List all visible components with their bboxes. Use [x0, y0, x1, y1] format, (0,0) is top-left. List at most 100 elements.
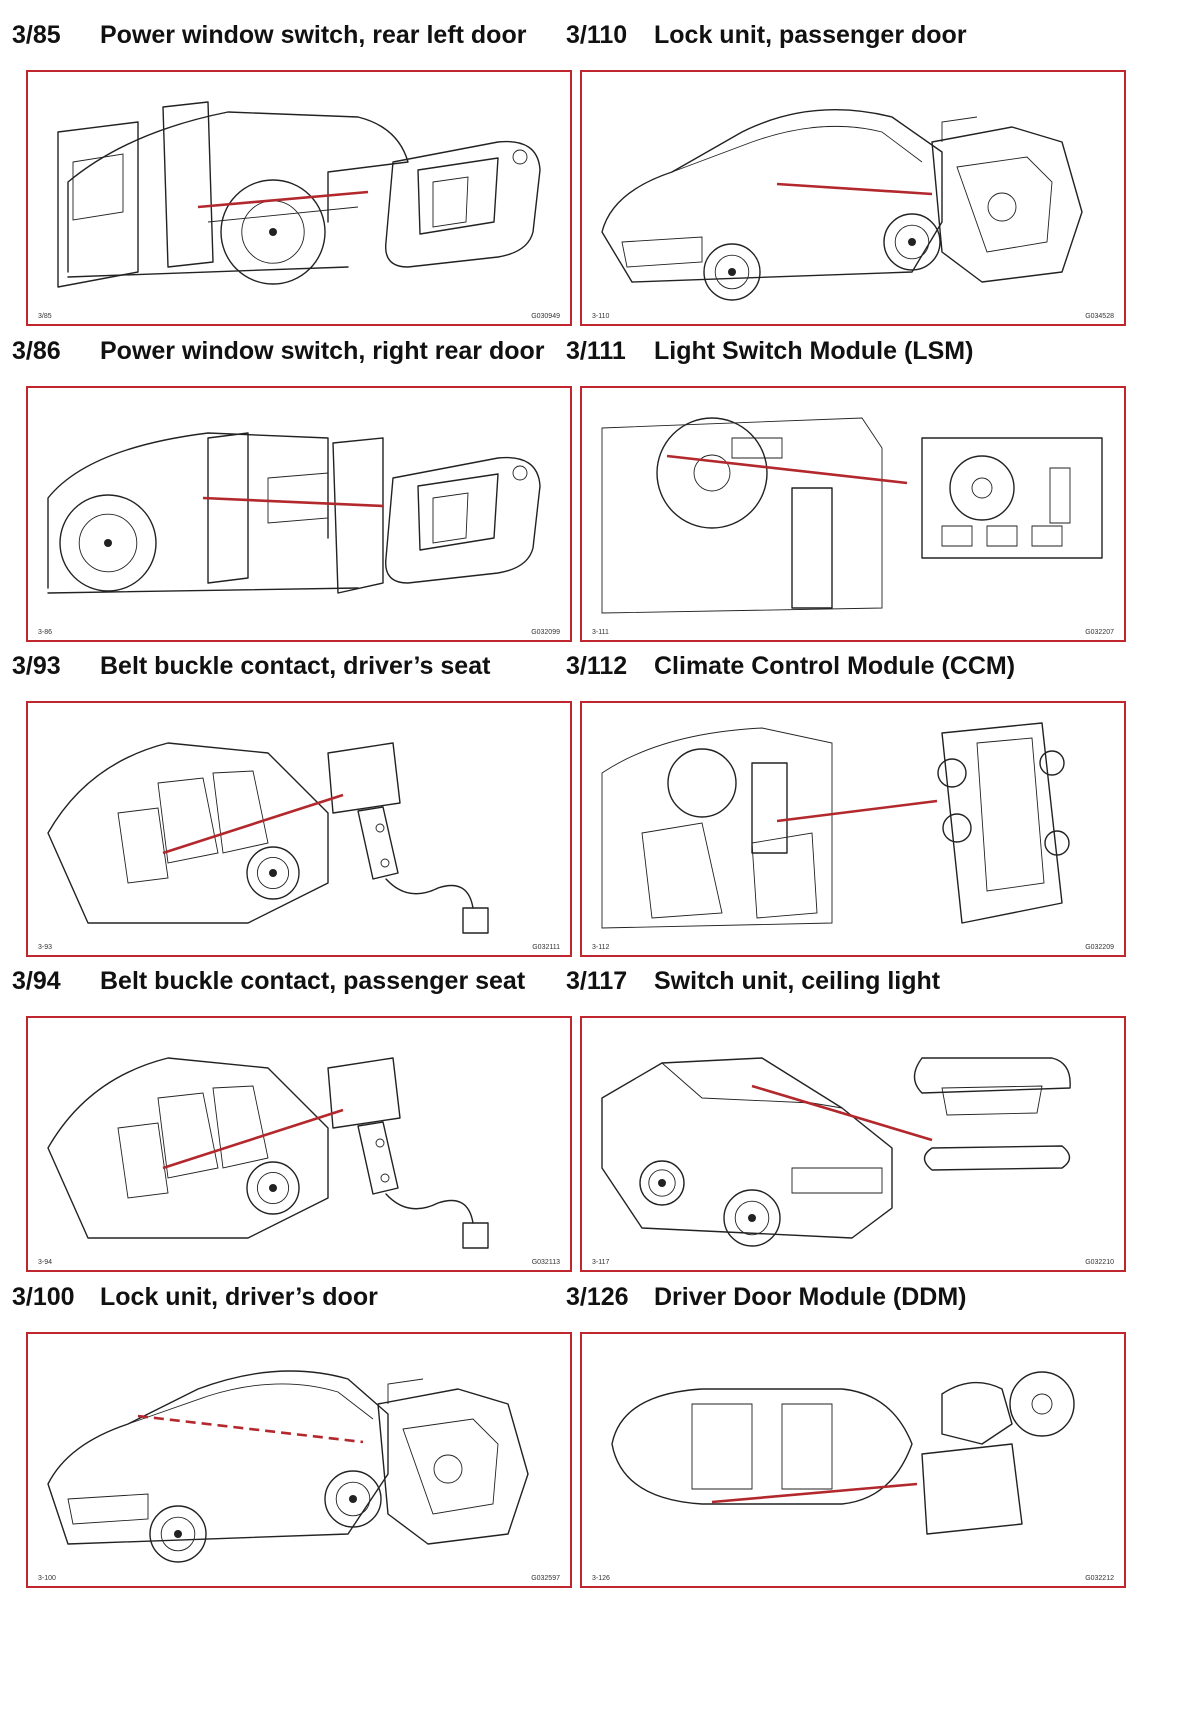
figure-code: 3-94 [38, 1259, 53, 1266]
figure-id: G032207 [1085, 629, 1114, 636]
figure-id: G032113 [531, 1259, 560, 1266]
panel-code: 3/85 [12, 20, 61, 49]
panel-title: Belt buckle contact, passenger seat [100, 966, 526, 995]
component-illustration [384, 140, 541, 268]
figure-id: G032210 [1085, 1259, 1114, 1266]
vehicle-illustration [47, 432, 384, 594]
pointer-line [776, 182, 933, 196]
panel-heading: 3/111 Light Switch Module (LSM) [566, 334, 973, 368]
figure-id: G032597 [531, 1575, 560, 1582]
panel-code: 3/94 [12, 966, 61, 995]
pointer-line [197, 190, 369, 209]
panel-code: 3/111 [566, 336, 626, 365]
figure-frame: 3-93 G032111 [26, 701, 572, 957]
component-illustration [913, 1057, 1071, 1171]
figure-code: 3-126 [592, 1575, 610, 1582]
vehicle-illustration [57, 101, 409, 288]
component-illustration [921, 1371, 1075, 1535]
figure-frame: 3-111 G032207 [580, 386, 1126, 642]
component-illustration [937, 722, 1070, 924]
figure-code: 3-112 [592, 944, 610, 951]
figure-code: 3-111 [592, 629, 609, 636]
panel-title: Belt buckle contact, driver’s seat [100, 651, 491, 680]
panel-heading: 3/94 Belt buckle contact, passenger seat [12, 964, 525, 998]
figure-id: G034528 [1085, 313, 1114, 320]
component-illustration [384, 456, 541, 584]
vehicle-illustration [47, 1370, 389, 1563]
pointer-line [751, 1084, 933, 1142]
panel-heading: 3/126 Driver Door Module (DDM) [566, 1280, 967, 1314]
figure-frame: 3-126 G032212 [580, 1332, 1126, 1588]
figure-code: 3-93 [38, 944, 53, 951]
figure-code: 3-100 [38, 1575, 56, 1582]
figure-illustration [601, 722, 1070, 929]
figure-illustration [611, 1371, 1075, 1535]
panel-code: 3/112 [566, 651, 628, 680]
figure-code: 3-86 [38, 629, 53, 636]
pointer-line [162, 793, 344, 855]
figure-frame: 3-100 G032597 [26, 1332, 572, 1588]
panel-title: Light Switch Module (LSM) [654, 336, 974, 365]
figure-code: 3-117 [592, 1259, 610, 1266]
panel-code: 3/126 [566, 1282, 629, 1311]
panel-heading: 3/117 Switch unit, ceiling light [566, 964, 940, 998]
figure-id: G030949 [531, 313, 560, 320]
component-illustration [931, 116, 1083, 283]
panel-code: 3/110 [566, 20, 628, 49]
vehicle-illustration [601, 727, 833, 929]
component-illustration [377, 1378, 529, 1545]
figure-code: 3-110 [592, 313, 610, 320]
panel-heading: 3/93 Belt buckle contact, driver’s seat [12, 649, 490, 683]
panel-title: Driver Door Module (DDM) [654, 1282, 967, 1311]
panel-heading: 3/85 Power window switch, rear left door [12, 18, 526, 52]
vehicle-illustration [611, 1388, 913, 1505]
component-illustration [327, 1057, 489, 1249]
panel-code: 3/100 [12, 1282, 75, 1311]
panel-code: 3/93 [12, 651, 61, 680]
figure-frame: 3-94 G032113 [26, 1016, 572, 1272]
panel-heading: 3/112 Climate Control Module (CCM) [566, 649, 1015, 683]
panel-title: Climate Control Module (CCM) [654, 651, 1016, 680]
vehicle-illustration [47, 742, 329, 924]
figure-illustration [601, 1057, 1071, 1247]
panel-heading: 3/110 Lock unit, passenger door [566, 18, 967, 52]
figure-illustration [47, 1370, 529, 1563]
figure-frame: 3-117 G032210 [580, 1016, 1126, 1272]
panel-title: Power window switch, rear left door [100, 20, 527, 49]
pointer-line [202, 496, 384, 508]
pointer-line [711, 1482, 918, 1504]
panel-title: Power window switch, right rear door [100, 336, 545, 365]
vehicle-illustration [47, 1057, 329, 1239]
figure-illustration [57, 101, 541, 288]
figure-frame: 3-110 G034528 [580, 70, 1126, 326]
pointer-line [162, 1108, 344, 1170]
figure-illustration [601, 109, 1083, 301]
panel-title: Lock unit, driver’s door [100, 1282, 378, 1311]
pointer-line [666, 454, 908, 485]
pointer-line [137, 1414, 364, 1444]
figure-frame: 3/85 G030949 [26, 70, 572, 326]
component-illustration [921, 437, 1103, 559]
component-illustration [327, 742, 489, 934]
panel-code: 3/117 [566, 966, 628, 995]
figure-id: G032111 [532, 944, 560, 951]
figure-illustration [47, 742, 489, 934]
figure-id: G032209 [1085, 944, 1114, 951]
panel-code: 3/86 [12, 336, 61, 365]
figure-illustration [47, 1057, 489, 1249]
figure-frame: 3-86 G032099 [26, 386, 572, 642]
vehicle-illustration [601, 109, 943, 301]
figure-id: G032099 [531, 629, 560, 636]
panel-title: Switch unit, ceiling light [654, 966, 941, 995]
figure-illustration [47, 432, 541, 594]
panel-heading: 3/86 Power window switch, right rear doo… [12, 334, 545, 368]
vehicle-illustration [601, 1057, 893, 1247]
vehicle-illustration [601, 417, 883, 614]
figure-code: 3/85 [38, 313, 52, 320]
figure-illustration [601, 417, 1103, 614]
pointer-line [776, 799, 938, 823]
figure-id: G032212 [1085, 1575, 1114, 1582]
panel-title: Lock unit, passenger door [654, 20, 967, 49]
figure-frame: 3-112 G032209 [580, 701, 1126, 957]
